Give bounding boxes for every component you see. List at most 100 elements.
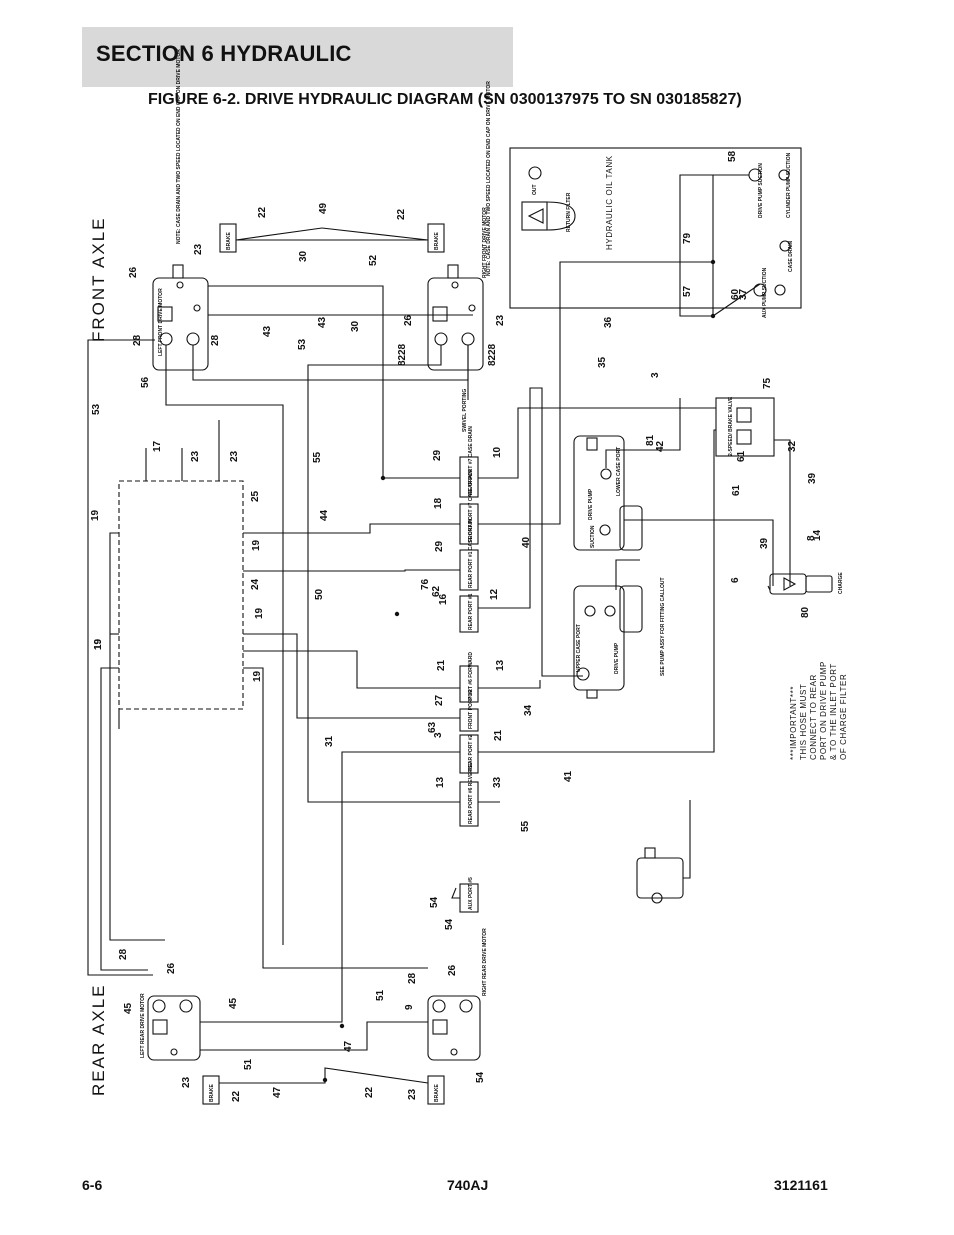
important-note: ***IMPORTANT*** THIS HOSE MUST CONNECT T…: [789, 661, 848, 760]
svg-text:REAR PORT #6 REVERSE: REAR PORT #6 REVERSE: [468, 762, 474, 824]
callout-number: 29: [434, 540, 445, 552]
front-axle-label: FRONT AXLE: [89, 217, 108, 343]
svg-text:CHARGE: CHARGE: [838, 572, 844, 594]
callout-number: 23: [181, 1076, 192, 1088]
right-front-motor: [427, 277, 484, 371]
callout-number: 19: [93, 638, 104, 650]
callout-number: 28: [407, 972, 418, 984]
svg-text:OF CHARGE FILTER: OF CHARGE FILTER: [839, 674, 848, 760]
swivel-port-label: REAR PORT #2: [468, 734, 474, 771]
svg-text:REAR PORT #1 CASE DRAIN: REAR PORT #1 CASE DRAIN: [468, 519, 474, 588]
callout-number: 21: [493, 729, 504, 741]
svg-text:REAR PORT #2: REAR PORT #2: [468, 734, 474, 771]
callout-number: 19: [254, 607, 265, 619]
svg-text:CASE DRAIN: CASE DRAIN: [788, 240, 794, 272]
svg-text:PORT #6 FORWARD: PORT #6 FORWARD: [468, 652, 474, 700]
callout-number: 54: [444, 918, 455, 930]
brake-label-2: BRAKE: [434, 232, 440, 250]
callout-number: 13: [495, 659, 506, 671]
callout-number: 10: [492, 446, 503, 458]
callout-number: 31: [324, 735, 335, 747]
drive-pump-label-lower: DRIVE PUMP: [614, 642, 620, 674]
svg-text:DRIVE PUMP: DRIVE PUMP: [588, 488, 594, 520]
callout-number: 35: [597, 356, 608, 368]
callout-number: 41: [563, 770, 574, 782]
callout-number: 50: [314, 588, 325, 600]
callout-number: 30: [350, 320, 361, 332]
drive-pump-upper: [573, 435, 625, 551]
svg-text:BRAKE: BRAKE: [434, 1084, 440, 1102]
swivel-port-label: REAR PORT #6 REVERSE: [468, 762, 474, 824]
callout-number: 26: [447, 964, 458, 976]
svg-text:DRIVE PUMP: DRIVE PUMP: [614, 642, 620, 674]
out-label: OUT: [532, 184, 538, 195]
footer-model: 740AJ: [447, 1177, 489, 1193]
callout-number: 32: [787, 440, 798, 452]
svg-text:CONNECT TO REAR: CONNECT TO REAR: [809, 674, 818, 760]
svg-text:SUCTION: SUCTION: [590, 525, 596, 548]
swivel-port-label: FRONT PORT #2: [468, 689, 474, 729]
callout-number: 18: [433, 497, 444, 509]
callout-number: 13: [435, 776, 446, 788]
callout-number: 54: [429, 896, 440, 908]
swivel-port-label: REAR PORT #1 CASE DRAIN: [468, 519, 474, 588]
cylinder-pump-suction-label: CYLINDER PUMP SUCTION: [786, 152, 792, 218]
callout-number: 27: [434, 694, 445, 706]
callout-number: 22: [231, 1090, 242, 1102]
left-rear-motor-label: LEFT REAR DRIVE MOTOR: [140, 993, 146, 1058]
callout-number: 28: [397, 343, 408, 355]
callout-number: 25: [250, 490, 261, 502]
svg-text:BRAKE: BRAKE: [434, 232, 440, 250]
callout-number: 26: [128, 266, 139, 278]
svg-text:PORT ON DRIVE PUMP: PORT ON DRIVE PUMP: [819, 661, 828, 760]
callout-number: 23: [229, 450, 240, 462]
two-speed-brake-valve: [715, 397, 775, 457]
figure-title: FIGURE 6-2. DRIVE HYDRAULIC DIAGRAM (SN …: [148, 91, 742, 108]
svg-text:& TO THE INLET PORT: & TO THE INLET PORT: [829, 663, 838, 760]
callout-number: 28: [132, 334, 143, 346]
right-rear-motor: [427, 995, 481, 1061]
callout-number: 51: [243, 1058, 254, 1070]
two-speed-valve-label: 2-SPEED/ BRAKE VALVE: [728, 396, 734, 456]
svg-text:FRONT PORT #7 CASE DRAIN: FRONT PORT #7 CASE DRAIN: [468, 470, 474, 542]
callout-number: 56: [140, 376, 151, 388]
callout-number: 43: [262, 325, 273, 337]
callout-number: 19: [251, 539, 262, 551]
svg-text:OUT: OUT: [532, 184, 538, 195]
svg-text:REAR PORT #1: REAR PORT #1: [468, 593, 474, 630]
callout-number: 61: [731, 484, 742, 496]
callout-number: 51: [375, 989, 386, 1001]
brake-label-4: BRAKE: [434, 1084, 440, 1102]
callout-number: 12: [489, 588, 500, 600]
section-band: SECTION 6 HYDRAULIC: [82, 27, 513, 87]
callout-number: 19: [93, 638, 104, 650]
svg-text:THIS HOSE MUST: THIS HOSE MUST: [799, 684, 808, 760]
callout-number: 16: [438, 593, 449, 605]
hydraulic-tank: [509, 147, 802, 309]
svg-text:REAR PORT #7 CASE DRAIN: REAR PORT #7 CASE DRAIN: [468, 426, 474, 495]
callout-number: 39: [759, 537, 770, 549]
callout-number: 19: [90, 509, 101, 521]
callout-number: 33: [492, 776, 503, 788]
callout-number: 23: [193, 243, 204, 255]
callout-number: 47: [343, 1040, 354, 1052]
brake-label-1: BRAKE: [226, 232, 232, 250]
callout-number: 22: [396, 208, 407, 220]
drive-pump-suction-label: DRIVE PUMP SUCTION: [758, 163, 764, 218]
swivel: [118, 480, 244, 710]
callout-number: 44: [319, 509, 330, 521]
svg-text:RETURN FILTER: RETURN FILTER: [566, 192, 572, 232]
tank-label: HYDRAULIC OIL TANK: [605, 155, 614, 250]
callout-number: 24: [250, 578, 261, 590]
callout-number: 6: [730, 577, 741, 583]
callout-number: 23: [190, 450, 201, 462]
return-filter-label: RETURN FILTER: [566, 192, 572, 232]
callout-number: 36: [603, 316, 614, 328]
svg-text:LEFT REAR DRIVE MOTOR: LEFT REAR DRIVE MOTOR: [140, 993, 146, 1058]
callout-number: 40: [521, 536, 532, 548]
callout-number: 58: [727, 150, 738, 162]
svg-text:2-SPEED/ BRAKE VALVE: 2-SPEED/ BRAKE VALVE: [728, 396, 734, 456]
svg-text:HYDRAULIC OIL TANK: HYDRAULIC OIL TANK: [605, 155, 614, 250]
right-front-motor-label: RIGHT FRONT DRIVE MOTOR: [482, 207, 488, 278]
